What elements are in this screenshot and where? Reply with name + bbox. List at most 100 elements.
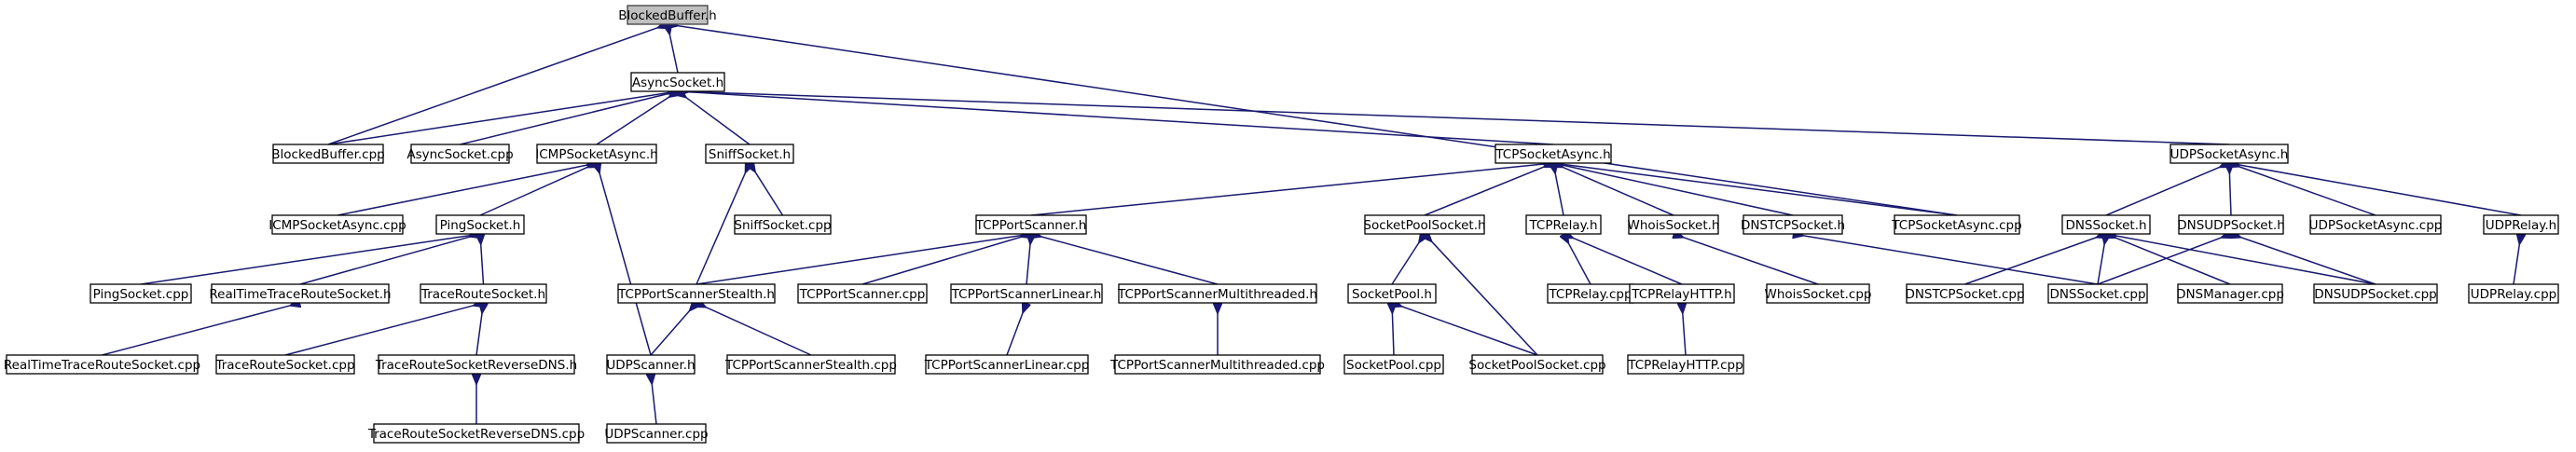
node-box[interactable] [420, 283, 547, 304]
node-tcprelay-cpp[interactable]: TCPRelay.cpp [1547, 283, 1634, 304]
node-box[interactable] [1347, 283, 1437, 304]
node-blocked-buffer-cpp[interactable]: BlockedBuffer.cpp [271, 144, 385, 164]
node-sniff-socket-h[interactable]: SniffSocket.h [705, 144, 794, 164]
node-tcpport-scanner-h[interactable]: TCPPortScanner.h [975, 214, 1087, 235]
node-box[interactable] [1364, 214, 1485, 235]
node-real-time-trace-route-socket-cpp[interactable]: RealTimeTraceRouteSocket.cpp [4, 354, 200, 375]
node-box[interactable] [2061, 214, 2151, 235]
node-dnssocket-h[interactable]: DNSSocket.h [2061, 214, 2151, 235]
node-tcpport-scanner-linear-cpp[interactable]: TCPPortScannerLinear.cpp [924, 354, 1090, 375]
node-box[interactable] [1906, 283, 2024, 304]
node-dnsudpsocket-h[interactable]: DNSUDPSocket.h [2177, 214, 2285, 235]
node-box[interactable] [2178, 214, 2284, 235]
node-box[interactable] [1629, 283, 1735, 304]
node-async-socket-cpp[interactable]: AsyncSocket.cpp [406, 144, 514, 164]
node-udpsocket-async-h[interactable]: UDPSocketAsync.h [2170, 144, 2289, 164]
node-udprelay-cpp[interactable]: UDPRelay.cpp [2468, 283, 2559, 304]
node-box[interactable] [2468, 283, 2559, 304]
node-box[interactable] [2170, 144, 2289, 164]
node-box[interactable] [1894, 214, 2020, 235]
node-box[interactable] [2309, 214, 2442, 235]
node-dnstcpsocket-cpp[interactable]: DNSTCPSocket.cpp [1905, 283, 2025, 304]
node-tcpport-scanner-linear-h[interactable]: TCPPortScannerLinear.h [950, 283, 1103, 304]
node-box[interactable] [6, 354, 199, 375]
node-box[interactable] [536, 144, 657, 164]
node-box[interactable] [1627, 354, 1744, 375]
node-tcpport-scanner-stealth-cpp[interactable]: TCPPortScannerStealth.cpp [724, 354, 897, 375]
node-box[interactable] [211, 283, 390, 304]
node-box[interactable] [435, 214, 525, 235]
node-tcprelay-http-cpp[interactable]: TCPRelayHTTP.cpp [1627, 354, 1744, 375]
node-ping-socket-h[interactable]: PingSocket.h [435, 214, 525, 235]
edge-dnstcpsocket-cpp-to-dnssocket-h [1964, 237, 2098, 285]
node-box[interactable] [1118, 283, 1317, 304]
node-tcpsocket-async-h[interactable]: TCPSocketAsync.h [1495, 144, 1612, 164]
node-box[interactable] [1525, 214, 1602, 235]
node-box[interactable] [630, 72, 725, 92]
node-box[interactable] [627, 5, 709, 25]
node-box[interactable] [1343, 354, 1444, 375]
node-box[interactable] [272, 144, 384, 164]
node-box[interactable] [2313, 283, 2438, 304]
node-box[interactable] [410, 144, 510, 164]
node-box[interactable] [2177, 283, 2283, 304]
node-tcpport-scanner-multithreaded-h[interactable]: TCPPortScannerMultithreaded.h [1117, 283, 1317, 304]
node-whois-socket-h[interactable]: WhoisSocket.h [1628, 214, 1720, 235]
node-socket-pool-h[interactable]: SocketPool.h [1347, 283, 1437, 304]
node-box[interactable] [975, 214, 1087, 235]
node-sniff-socket-cpp[interactable]: SniffSocket.cpp [734, 214, 832, 235]
node-trace-route-socket-reverse-dns-h[interactable]: TraceRouteSocketReverseDNS.h [375, 354, 577, 375]
node-blocked-buffer-h[interactable]: BlockedBuffer.h [618, 5, 717, 25]
node-udpsocket-async-cpp[interactable]: UDPSocketAsync.cpp [2309, 214, 2443, 235]
node-box[interactable] [378, 354, 575, 375]
node-box[interactable] [1628, 214, 1719, 235]
node-whois-socket-cpp[interactable]: WhoisSocket.cpp [1765, 283, 1872, 304]
node-box[interactable] [1766, 283, 1870, 304]
node-box[interactable] [1471, 354, 1604, 375]
node-ping-socket-cpp[interactable]: PingSocket.cpp [90, 283, 192, 304]
node-tcpport-scanner-cpp[interactable]: TCPPortScanner.cpp [797, 283, 928, 304]
node-box[interactable] [925, 354, 1089, 375]
node-box[interactable] [215, 354, 355, 375]
node-tcprelay-h[interactable]: TCPRelay.h [1525, 214, 1602, 235]
node-box[interactable] [1114, 354, 1321, 375]
node-tcpport-scanner-stealth-h[interactable]: TCPPortScannerStealth.h [617, 283, 776, 304]
node-real-time-trace-route-socket-h[interactable]: RealTimeTraceRouteSocket.h [209, 283, 392, 304]
node-box[interactable] [1743, 214, 1843, 235]
node-tcpsocket-async-cpp[interactable]: TCPSocketAsync.cpp [1891, 214, 2022, 235]
node-box[interactable] [2483, 214, 2559, 235]
node-box[interactable] [734, 214, 832, 235]
edge-socket-pool-h-to-socket-pool-socket-h [1391, 241, 1420, 285]
node-box[interactable] [606, 354, 696, 375]
node-async-socket-h[interactable]: AsyncSocket.h [630, 72, 725, 92]
node-box[interactable] [617, 283, 776, 304]
node-dnsudpsocket-cpp[interactable]: DNSUDPSocket.cpp [2313, 283, 2438, 304]
node-box[interactable] [705, 144, 794, 164]
node-udprelay-h[interactable]: UDPRelay.h [2483, 214, 2559, 235]
node-box[interactable] [2047, 283, 2148, 304]
node-trace-route-socket-h[interactable]: TraceRouteSocket.h [420, 283, 547, 304]
node-icmpsocket-async-cpp[interactable]: ICMPSocketAsync.cpp [269, 214, 406, 235]
node-socket-pool-socket-cpp[interactable]: SocketPoolSocket.cpp [1468, 354, 1606, 375]
node-udpscanner-cpp[interactable]: UDPScanner.cpp [604, 423, 709, 444]
node-tcpport-scanner-multithreaded-cpp[interactable]: TCPPortScannerMultithreaded.cpp [1109, 354, 1325, 375]
node-socket-pool-cpp[interactable]: SocketPool.cpp [1343, 354, 1444, 375]
node-udpscanner-h[interactable]: UDPScanner.h [606, 354, 696, 375]
node-dnstcpsocket-h[interactable]: DNSTCPSocket.h [1741, 214, 1845, 235]
node-tcprelay-http-h[interactable]: TCPRelayHTTP.h [1629, 283, 1735, 304]
edge-tcpsocket-async-cpp-to-blocked-buffer-h [677, 25, 1958, 216]
node-dnssocket-cpp[interactable]: DNSSocket.cpp [2047, 283, 2148, 304]
node-socket-pool-socket-h[interactable]: SocketPoolSocket.h [1363, 214, 1486, 235]
node-box[interactable] [950, 283, 1103, 304]
node-dnsmanager-cpp[interactable]: DNSManager.cpp [2176, 283, 2284, 304]
node-box[interactable] [726, 354, 896, 375]
node-trace-route-socket-reverse-dns-cpp[interactable]: TraceRouteSocketReverseDNS.cpp [367, 423, 585, 444]
node-trace-route-socket-cpp[interactable]: TraceRouteSocket.cpp [214, 354, 355, 375]
node-icmpsocket-async-h[interactable]: ICMPSocketAsync.h [535, 144, 658, 164]
node-box[interactable] [606, 423, 707, 444]
node-box[interactable] [1495, 144, 1612, 164]
node-box[interactable] [373, 423, 580, 444]
node-box[interactable] [797, 283, 928, 304]
node-box[interactable] [271, 214, 404, 235]
node-box[interactable] [90, 283, 192, 304]
